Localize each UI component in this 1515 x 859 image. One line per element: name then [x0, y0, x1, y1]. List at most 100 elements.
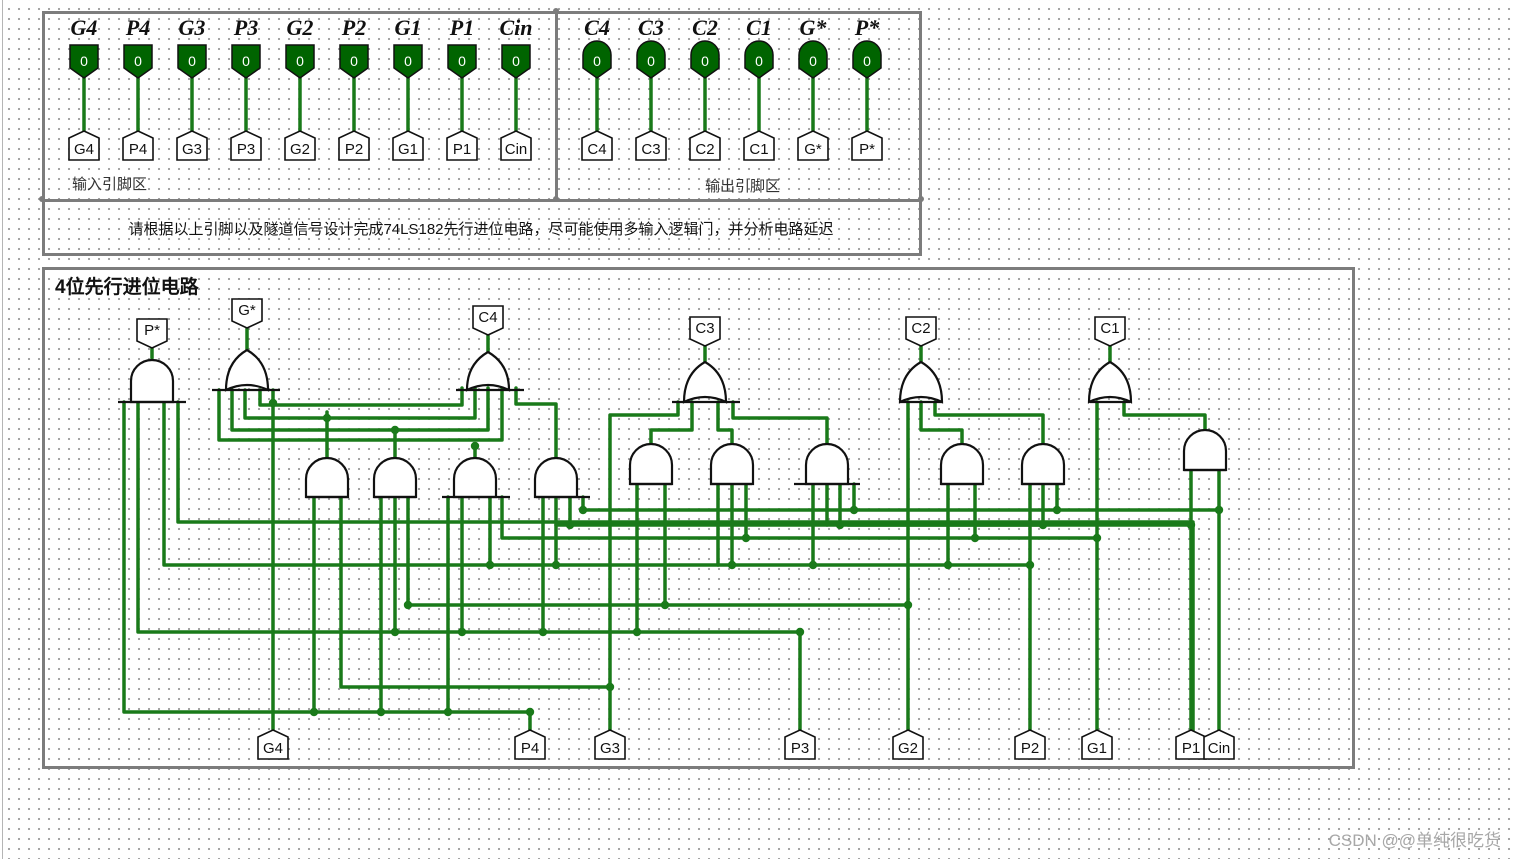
wire-junction	[485, 560, 495, 570]
tunnel-pstar: P*	[136, 318, 168, 349]
circuit-frame	[42, 267, 1355, 769]
wire-junction	[390, 627, 400, 637]
pin-name-c4: C4	[584, 15, 610, 40]
svg-text:Cin: Cin	[1208, 740, 1231, 757]
wire-junction	[551, 560, 561, 570]
tunnel-c1: C1	[1094, 316, 1126, 347]
wire	[514, 386, 558, 460]
input-pin-value: 0	[296, 53, 304, 69]
tunnel-p1: P1	[1175, 729, 1207, 760]
instruction-frame	[42, 199, 922, 256]
svg-text:G*: G*	[804, 141, 822, 158]
wire-junction	[470, 441, 480, 451]
tunnel-gstar: G*	[231, 298, 263, 329]
tunnel-p2: P2	[338, 130, 370, 161]
wire-junction	[390, 425, 400, 435]
wire	[217, 386, 504, 442]
and-gate	[939, 442, 985, 486]
pin-name-gstar: G*	[799, 15, 827, 40]
pin-name-g3: G3	[178, 15, 206, 40]
svg-text:G1: G1	[398, 141, 418, 158]
or-gate	[1087, 360, 1133, 404]
svg-text:C4: C4	[478, 309, 497, 326]
output-area-label: 输出引脚区	[705, 178, 781, 195]
svg-text:C3: C3	[641, 141, 660, 158]
input-pin-value: 0	[80, 53, 88, 69]
wire	[122, 400, 532, 740]
wire-junction	[268, 398, 278, 408]
wire-junction	[632, 627, 642, 637]
wire	[1122, 400, 1207, 442]
or-gate	[456, 350, 524, 392]
and-gate	[1182, 428, 1228, 472]
input-pin-led	[123, 44, 153, 79]
and-gate	[1020, 442, 1066, 486]
frame-node	[39, 196, 45, 202]
frame-node	[553, 196, 559, 202]
input-pin-led	[339, 44, 369, 79]
svg-text:G3: G3	[182, 141, 202, 158]
wire	[162, 400, 1032, 740]
wire-junction	[1186, 520, 1196, 530]
svg-text:P2: P2	[345, 141, 363, 158]
pin-name-c1: C1	[746, 15, 772, 40]
svg-text:G3: G3	[600, 740, 620, 757]
wire	[608, 400, 680, 740]
pin-name-g2: G2	[286, 15, 314, 40]
svg-text:G2: G2	[898, 740, 918, 757]
input-pin-led	[447, 44, 477, 79]
svg-text:P*: P*	[859, 141, 875, 158]
input-pin-value: 0	[242, 53, 250, 69]
input-pin-value: 0	[134, 53, 142, 69]
tunnel-c2: C2	[689, 130, 721, 161]
svg-text:P2: P2	[1021, 740, 1039, 757]
wire	[230, 386, 490, 432]
wire-junction	[1214, 505, 1224, 515]
tunnel-p3: P3	[230, 130, 262, 161]
output-pin-value: 0	[593, 53, 601, 69]
tunnel-g2: G2	[284, 130, 316, 161]
tunnel-p2: P2	[1014, 729, 1046, 760]
watermark: CSDN @@单纯很吃货	[1328, 831, 1501, 850]
tunnel-c3: C3	[689, 316, 721, 347]
and-gate	[628, 442, 674, 486]
tunnel-c2: C2	[905, 316, 937, 347]
canvas-left-border	[2, 0, 3, 859]
output-pin-led	[744, 40, 774, 79]
tunnel-g1: G1	[1081, 729, 1113, 760]
tunnel-cin: Cin	[1203, 729, 1235, 760]
input-pin-value: 0	[188, 53, 196, 69]
tunnel-g2: G2	[892, 729, 924, 760]
circuit-title: 4位先行进位电路	[55, 277, 199, 298]
junction-layer	[268, 398, 1224, 717]
svg-text:C4: C4	[587, 141, 606, 158]
tunnel-c1: C1	[743, 130, 775, 161]
wire-junction	[741, 533, 751, 543]
tunnel-g4: G4	[257, 729, 289, 760]
and-gate	[304, 456, 350, 499]
wire	[339, 495, 612, 689]
wire-junction	[457, 627, 467, 637]
wire-junction	[376, 707, 386, 717]
svg-text:C1: C1	[1100, 320, 1119, 337]
wire-junction	[835, 520, 845, 530]
pin-name-p3: P3	[233, 15, 259, 40]
and-gate	[118, 358, 186, 404]
tunnel-gstar: G*	[797, 130, 829, 161]
svg-text:P1: P1	[1182, 740, 1200, 757]
output-pin-led	[798, 40, 828, 79]
tunnel-g3: G3	[594, 729, 626, 760]
tunnel-p4: P4	[514, 729, 546, 760]
output-pin-led	[690, 40, 720, 79]
svg-text:G2: G2	[290, 141, 310, 158]
wire	[406, 495, 910, 607]
and-gate	[442, 456, 510, 499]
input-pin-value: 0	[458, 53, 466, 69]
wire-junction	[808, 560, 818, 570]
or-gate	[212, 348, 280, 392]
svg-text:G1: G1	[1087, 740, 1107, 757]
svg-text:P*: P*	[144, 322, 160, 339]
wire-junction	[578, 505, 588, 515]
output-pin-value: 0	[863, 53, 871, 69]
